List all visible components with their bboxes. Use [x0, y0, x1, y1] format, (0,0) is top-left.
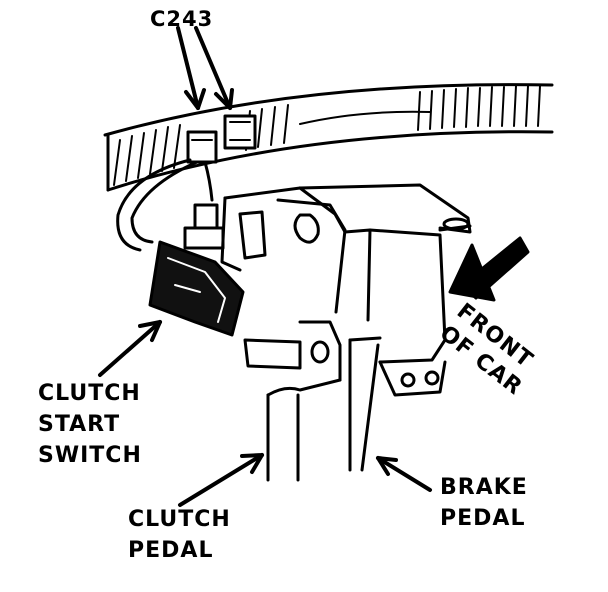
clutch-pedal-arm	[243, 320, 342, 482]
front-direction-arrow-icon	[448, 236, 530, 302]
brake-pedal-arm	[348, 336, 382, 472]
c243-connector	[186, 114, 257, 164]
arrow-icon	[98, 26, 432, 507]
clutch-start-switch	[148, 203, 245, 337]
clutch-start-switch-label: CLUTCH START SWITCH	[38, 381, 142, 468]
c243-label: C243	[150, 7, 214, 31]
pedal-bracket	[220, 183, 472, 397]
clutch-pedal-label: CLUTCH PEDAL	[128, 507, 231, 563]
switch-wire	[116, 158, 214, 252]
wiring-harness	[103, 83, 554, 192]
brake-pedal-label: BRAKE PEDAL	[440, 475, 528, 531]
